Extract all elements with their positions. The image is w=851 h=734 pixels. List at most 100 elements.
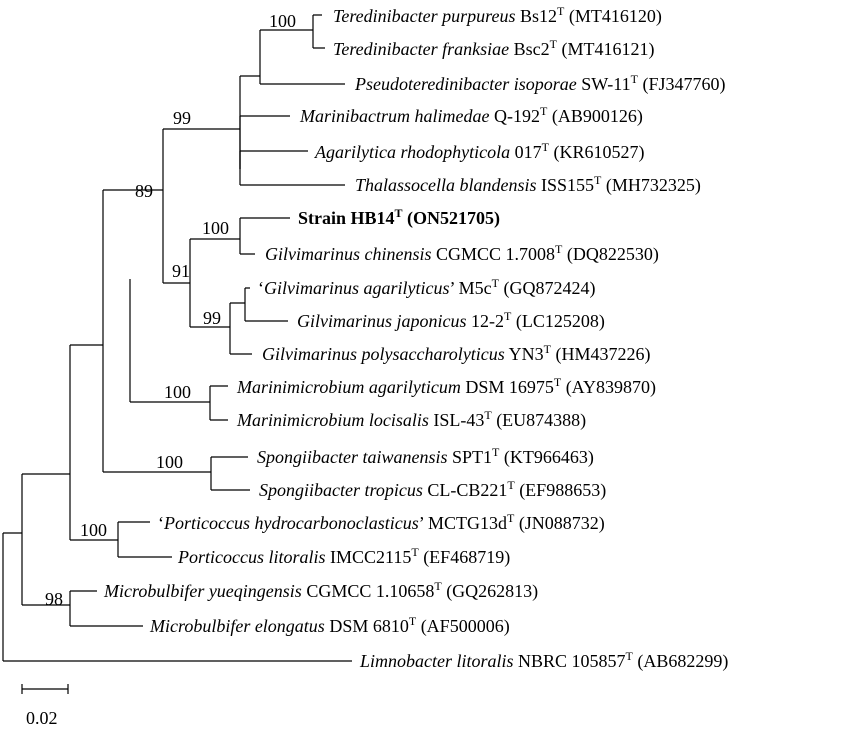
bootstrap-main-clade: 89 bbox=[135, 181, 153, 201]
bootstrap-hb14-chinensis: 100 bbox=[202, 218, 229, 238]
bootstrap-spongiibacter: 100 bbox=[156, 452, 183, 472]
taxon-name: Marinibactrum halimedae bbox=[299, 106, 489, 126]
accession-number: (AB900126) bbox=[547, 106, 643, 127]
strain-designation: NBRC 105857 bbox=[514, 651, 626, 671]
strain-designation: 017 bbox=[510, 142, 542, 162]
bootstrap-teredinibacter: 100 bbox=[269, 11, 296, 31]
branch-agar-thalasso bbox=[239, 150, 345, 186]
strain-designation: ’ M5c bbox=[450, 278, 492, 298]
taxon-marinibactrum-halimedae: Marinibactrum halimedae Q-192T (AB900126… bbox=[299, 104, 643, 127]
type-strain-mark: T bbox=[594, 173, 602, 187]
scale-bar-line bbox=[21, 684, 69, 694]
taxon-labels: Teredinibacter purpureus Bs12T (MT416120… bbox=[103, 4, 728, 672]
branch-node-g bbox=[239, 115, 290, 169]
taxon-teredinibacter-purpureus: Teredinibacter purpureus Bs12T (MT416120… bbox=[333, 4, 662, 27]
taxon-gilvimarinus-japonicus: Gilvimarinus japonicus 12-2T (LC125208) bbox=[297, 309, 605, 332]
type-strain-mark: T bbox=[631, 72, 639, 86]
accession-number: (MT416120) bbox=[564, 6, 662, 27]
taxon-name: Teredinibacter franksiae bbox=[333, 39, 509, 59]
accession-number: (AB682299) bbox=[633, 651, 729, 672]
branch-node-f bbox=[239, 75, 260, 169]
taxon-name: Spongiibacter tropicus bbox=[259, 480, 423, 500]
taxon-pseudoteredinibacter-isoporae: Pseudoteredinibacter isoporae SW-11T (FJ… bbox=[354, 72, 726, 95]
accession-number: (LC125208) bbox=[511, 311, 605, 332]
taxon-name: Gilvimarinus polysaccharolyticus bbox=[262, 344, 505, 364]
type-strain-mark: T bbox=[626, 649, 634, 663]
strain-designation: YN3 bbox=[505, 344, 544, 364]
taxon-name: Marinimicrobium agarilyticum bbox=[236, 377, 461, 397]
bootstrap-values: 100 99 89 100 91 99 100 100 100 98 bbox=[45, 11, 296, 609]
taxon-marinimicrobium-locisalis: Marinimicrobium locisalis ISL-43T (EU874… bbox=[236, 408, 586, 431]
type-strain-mark: T bbox=[409, 614, 417, 628]
accession-number: (GQ262813) bbox=[442, 581, 539, 602]
accession-number: (JN088732) bbox=[514, 513, 605, 534]
strain-designation: IMCC2115 bbox=[326, 547, 412, 567]
taxon-marinimicrobium-agarilyticum: Marinimicrobium agarilyticum DSM 16975T … bbox=[236, 375, 656, 398]
strain-designation: Bs12 bbox=[516, 6, 558, 26]
tree-branches bbox=[2, 14, 352, 694]
strain-designation: CL-CB221 bbox=[423, 480, 508, 500]
type-strain-mark: T bbox=[544, 342, 552, 356]
branch-gilvimarinus-others bbox=[229, 302, 252, 355]
accession-number: (KT966463) bbox=[499, 447, 593, 468]
taxon-strain-hb14: Strain HB14T (ON521705) bbox=[298, 206, 500, 229]
scale-bar-label: 0.02 bbox=[26, 708, 58, 728]
branch-porticoccus bbox=[117, 521, 172, 558]
strain-designation: CGMCC 1.7008 bbox=[432, 244, 556, 264]
taxon-agarilytica-rhodophyticola: Agarilytica rhodophyticola 017T (KR61052… bbox=[314, 140, 645, 163]
accession-number: (AY839870) bbox=[561, 377, 656, 398]
accession-number: (FJ347760) bbox=[638, 74, 726, 95]
type-strain-mark: T bbox=[555, 242, 563, 256]
taxon-porticoccus-litoralis: Porticoccus litoralis IMCC2115T (EF46871… bbox=[177, 545, 510, 568]
branch-agar-japon bbox=[244, 287, 288, 322]
type-strain-mark: T bbox=[507, 478, 515, 492]
taxon-name: Limnobacter litoralis bbox=[359, 651, 514, 671]
taxon-name: Teredinibacter purpureus bbox=[333, 6, 516, 26]
type-strain-mark: T bbox=[507, 511, 515, 525]
taxon-thalassocella-blandensis: Thalassocella blandensis ISS155T (MH7323… bbox=[355, 173, 701, 196]
taxon-spongiibacter-taiwanensis: Spongiibacter taiwanensis SPT1T (KT96646… bbox=[257, 445, 594, 468]
taxon-gilvimarinus-polysaccharolyticus: Gilvimarinus polysaccharolyticus YN3T (H… bbox=[262, 342, 651, 365]
taxon-name: Porticoccus hydrocarbonoclasticus bbox=[163, 513, 419, 533]
strain-designation: ISS155 bbox=[537, 175, 595, 195]
accession-number: (MH732325) bbox=[601, 175, 701, 196]
branch-node-e bbox=[189, 238, 240, 328]
type-strain-mark: T bbox=[540, 104, 548, 118]
type-strain-mark: T bbox=[557, 4, 565, 18]
taxon-teredinibacter-franksiae: Teredinibacter franksiae Bsc2T (MT416121… bbox=[333, 37, 655, 60]
taxon-prefix: ‘ bbox=[258, 278, 264, 298]
taxon-name: Pseudoteredinibacter isoporae bbox=[354, 74, 577, 94]
branch-spongiibacter bbox=[210, 456, 250, 491]
type-strain-mark: T bbox=[550, 37, 558, 51]
accession-number: (EF988653) bbox=[515, 480, 607, 501]
taxon-name: Gilvimarinus japonicus bbox=[297, 311, 467, 331]
type-strain-mark: T bbox=[542, 140, 550, 154]
type-strain-mark: T bbox=[492, 276, 500, 290]
branch-node-b bbox=[69, 344, 118, 541]
accession-number: (GQ872424) bbox=[499, 278, 596, 299]
strain-designation: DSM 6810 bbox=[325, 616, 409, 636]
taxon-prefix: ‘ bbox=[158, 513, 164, 533]
accession-number: (HM437226) bbox=[551, 344, 651, 365]
taxon-microbulbifer-yueqingensis: Microbulbifer yueqingensis CGMCC 1.10658… bbox=[103, 579, 538, 602]
bootstrap-microbulbifer: 98 bbox=[45, 589, 63, 609]
accession-number: (ON521705) bbox=[403, 208, 501, 229]
bootstrap-gilvimarinus-all: 91 bbox=[172, 261, 190, 281]
taxon-name: Marinimicrobium locisalis bbox=[236, 410, 429, 430]
taxon-gilvimarinus-chinensis: Gilvimarinus chinensis CGMCC 1.7008T (DQ… bbox=[265, 242, 659, 265]
strain-designation: Q-192 bbox=[489, 106, 540, 126]
type-strain-mark: T bbox=[411, 545, 419, 559]
type-strain-mark: T bbox=[492, 445, 500, 459]
taxon-porticoccus-hydrocarbonoclasticus: ‘Porticoccus hydrocarbonoclasticus’ MCTG… bbox=[158, 511, 605, 534]
bootstrap-porticoccus: 100 bbox=[80, 520, 107, 540]
accession-number: (AF500006) bbox=[416, 616, 510, 637]
accession-number: (KR610527) bbox=[549, 142, 645, 163]
taxon-microbulbifer-elongatus: Microbulbifer elongatus DSM 6810T (AF500… bbox=[149, 614, 510, 637]
taxon-name: Gilvimarinus chinensis bbox=[265, 244, 432, 264]
taxon-name: Microbulbifer yueqingensis bbox=[103, 581, 302, 601]
strain-designation: SPT1 bbox=[448, 447, 493, 467]
bootstrap-marinimicrobium: 100 bbox=[164, 382, 191, 402]
strain-designation: ’ MCTG13d bbox=[419, 513, 507, 533]
type-strain-mark: T bbox=[554, 375, 562, 389]
